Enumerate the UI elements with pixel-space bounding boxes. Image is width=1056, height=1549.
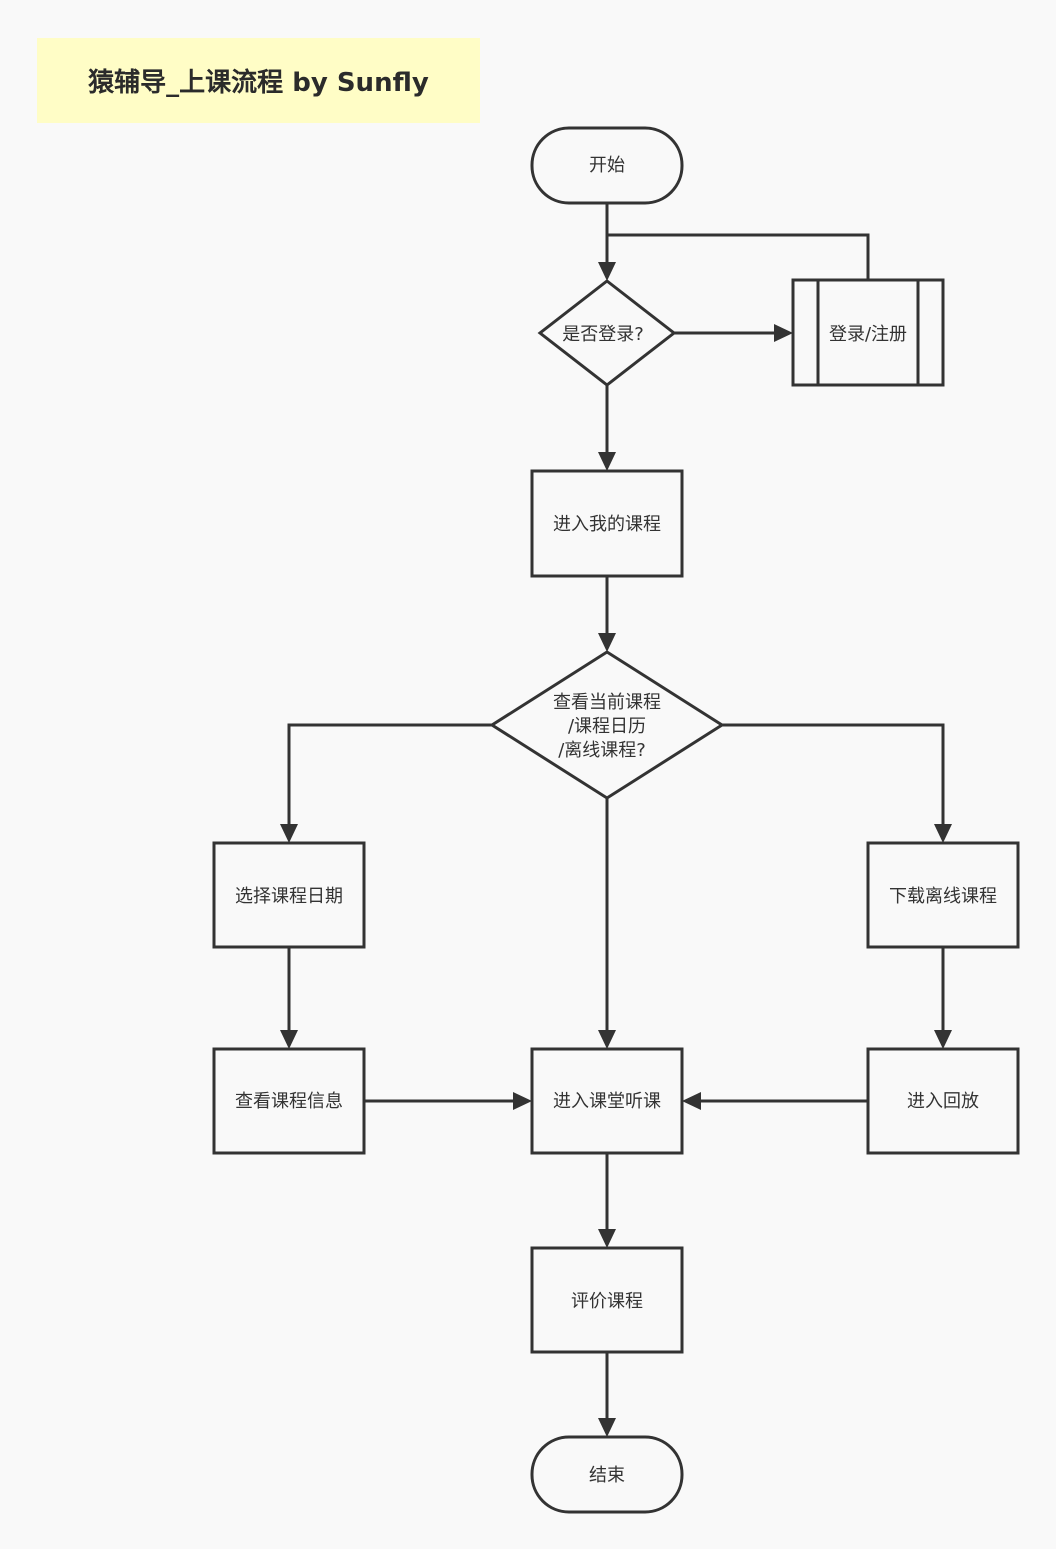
node-download-offline: 下载离线课程: [866, 841, 1020, 949]
arrowhead-to-rate: [598, 1229, 616, 1248]
terminator-shape: [530, 1435, 684, 1514]
arrowhead-start-to-decision: [598, 262, 616, 281]
arrowhead-to-download: [934, 824, 952, 843]
node-start-label: 开始: [589, 155, 625, 176]
decision-shape: [489, 650, 725, 800]
arrowhead-to-select-date: [280, 824, 298, 843]
node-end-label: 结束: [589, 1465, 625, 1486]
arrowhead-to-my-courses: [598, 452, 616, 471]
node-enter-my-courses: 进入我的课程: [530, 469, 684, 578]
node-view-choice-line-3: /离线课程?: [558, 740, 646, 761]
process-shape: [530, 1246, 684, 1354]
arrowhead-to-end: [598, 1418, 616, 1437]
process-shape: [212, 841, 366, 949]
node-is-logged-in-label: 是否登录?: [562, 324, 644, 345]
decision-shape: [537, 279, 677, 387]
node-view-choice-line-2: /课程日历: [568, 716, 646, 737]
node-enter-replay: 进入回放: [866, 1047, 1020, 1155]
node-view-course-info: 查看课程信息: [212, 1047, 366, 1155]
edges: [280, 203, 952, 1437]
arrowhead-decision-to-login: [774, 324, 793, 342]
process-shape: [866, 841, 1020, 949]
node-view-choice-line-1: 查看当前课程: [553, 692, 661, 713]
terminator-shape: [530, 126, 684, 205]
node-rate-course-label: 评价课程: [571, 1291, 643, 1312]
node-select-course-date-label: 选择课程日期: [235, 886, 343, 907]
diagram-title: 猿辅导_上课流程 by Sunfly: [37, 38, 480, 123]
node-select-course-date: 选择课程日期: [212, 841, 366, 949]
process-shape: [866, 1047, 1020, 1155]
arrowhead-to-replay: [934, 1030, 952, 1049]
arrowhead-to-info: [280, 1030, 298, 1049]
edge-login-loop: [607, 233, 870, 280]
node-enter-classroom: 进入课堂听课: [530, 1047, 684, 1155]
arrowhead-to-choice: [598, 633, 616, 652]
node-enter-my-courses-label: 进入我的课程: [553, 514, 661, 535]
arrowhead-choice-to-classroom: [598, 1030, 616, 1049]
process-shape: [530, 469, 684, 578]
node-start: 开始: [530, 126, 684, 205]
arrowhead-info-to-classroom: [513, 1092, 532, 1110]
node-end: 结束: [530, 1435, 684, 1514]
node-download-offline-label: 下载离线课程: [889, 886, 997, 907]
process-shape: [530, 1047, 684, 1155]
node-rate-course: 评价课程: [530, 1246, 684, 1354]
process-shape: [212, 1047, 366, 1155]
edge-choice-to-download: [722, 723, 945, 824]
node-is-logged-in: 是否登录?: [537, 279, 677, 387]
node-view-choice: 查看当前课程 /课程日历 /离线课程?: [489, 650, 725, 800]
node-login-register: 登录/注册: [791, 278, 945, 387]
node-login-register-label: 登录/注册: [829, 324, 907, 345]
edge-choice-to-select-date: [287, 723, 492, 824]
node-enter-replay-label: 进入回放: [907, 1091, 979, 1112]
node-enter-classroom-label: 进入课堂听课: [553, 1091, 661, 1112]
arrowhead-replay-to-classroom: [682, 1092, 701, 1110]
node-view-course-info-label: 查看课程信息: [235, 1091, 343, 1112]
